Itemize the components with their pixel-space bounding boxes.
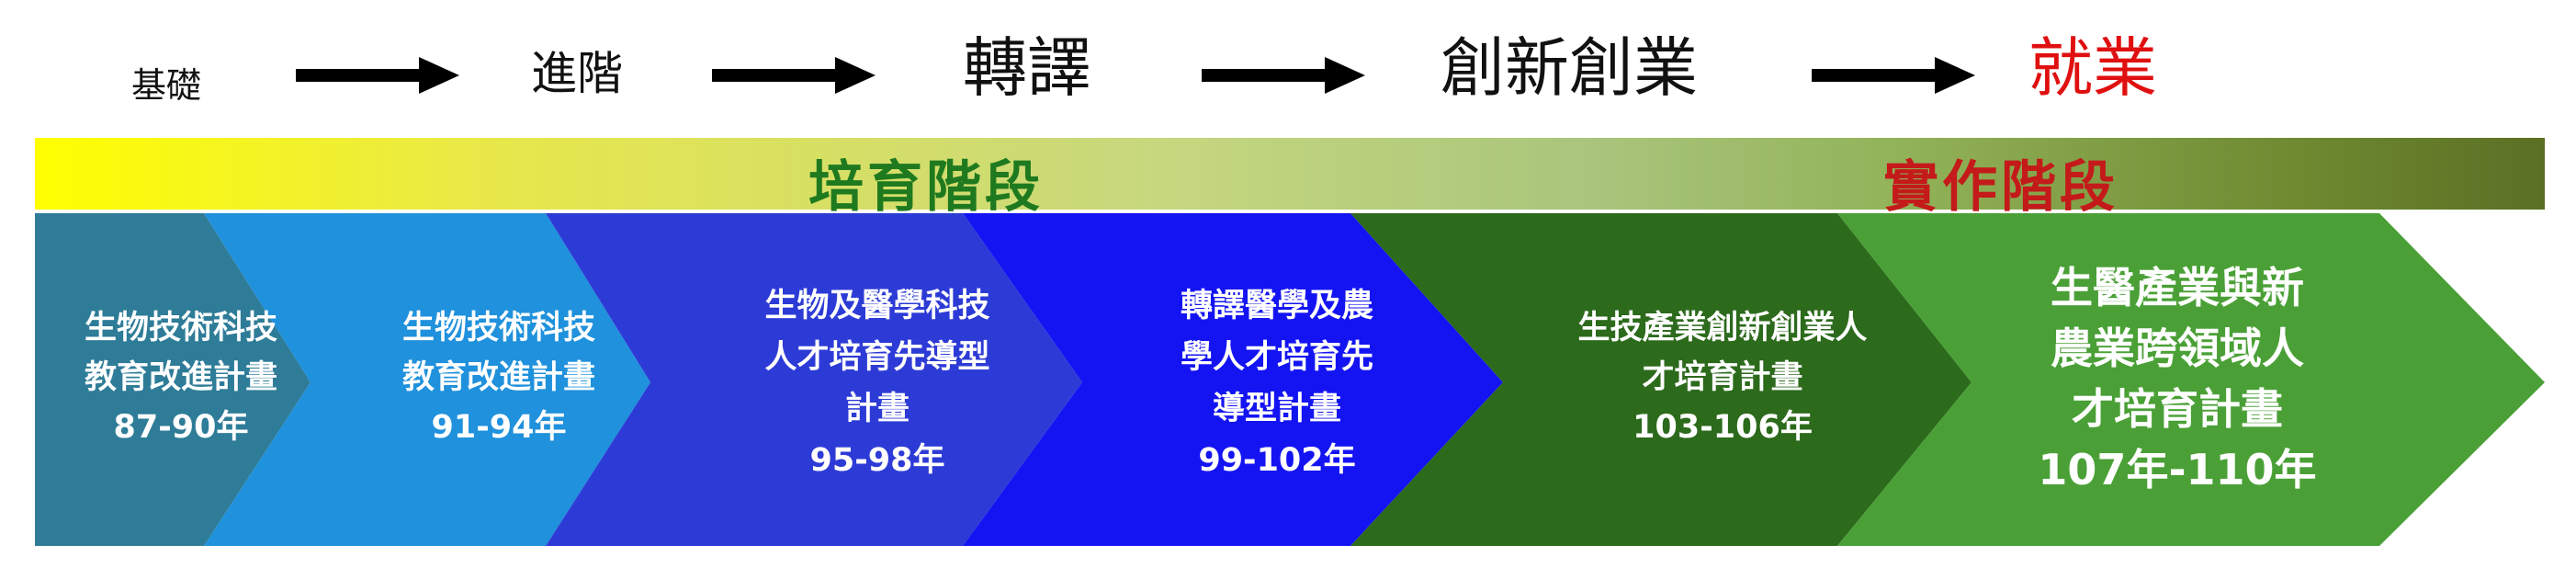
phase-band xyxy=(35,138,2545,210)
program-chevron-1 xyxy=(35,213,311,546)
arrow-icon xyxy=(712,57,876,94)
program-chevron-6 xyxy=(1837,213,2545,546)
arrow-icon xyxy=(296,57,459,94)
program-chevron-2 xyxy=(204,213,650,546)
stage-innovation: 創新創業 xyxy=(1441,30,1698,106)
stage-basic: 基礎 xyxy=(131,65,202,106)
stage-advanced: 進階 xyxy=(531,47,623,100)
stage-employment: 就業 xyxy=(2028,30,2157,106)
stage-translational: 轉譯 xyxy=(963,30,1091,106)
program-chevron-4 xyxy=(963,213,1503,546)
phase-label-practice: 實作階段 xyxy=(1883,155,2118,220)
program-chevron-5 xyxy=(1350,213,1972,546)
phase-label-cultivation: 培育階段 xyxy=(808,155,1044,220)
arrow-icon xyxy=(1812,57,1975,94)
arrow-icon xyxy=(1202,57,1365,94)
program-chevron-3 xyxy=(546,213,1082,546)
